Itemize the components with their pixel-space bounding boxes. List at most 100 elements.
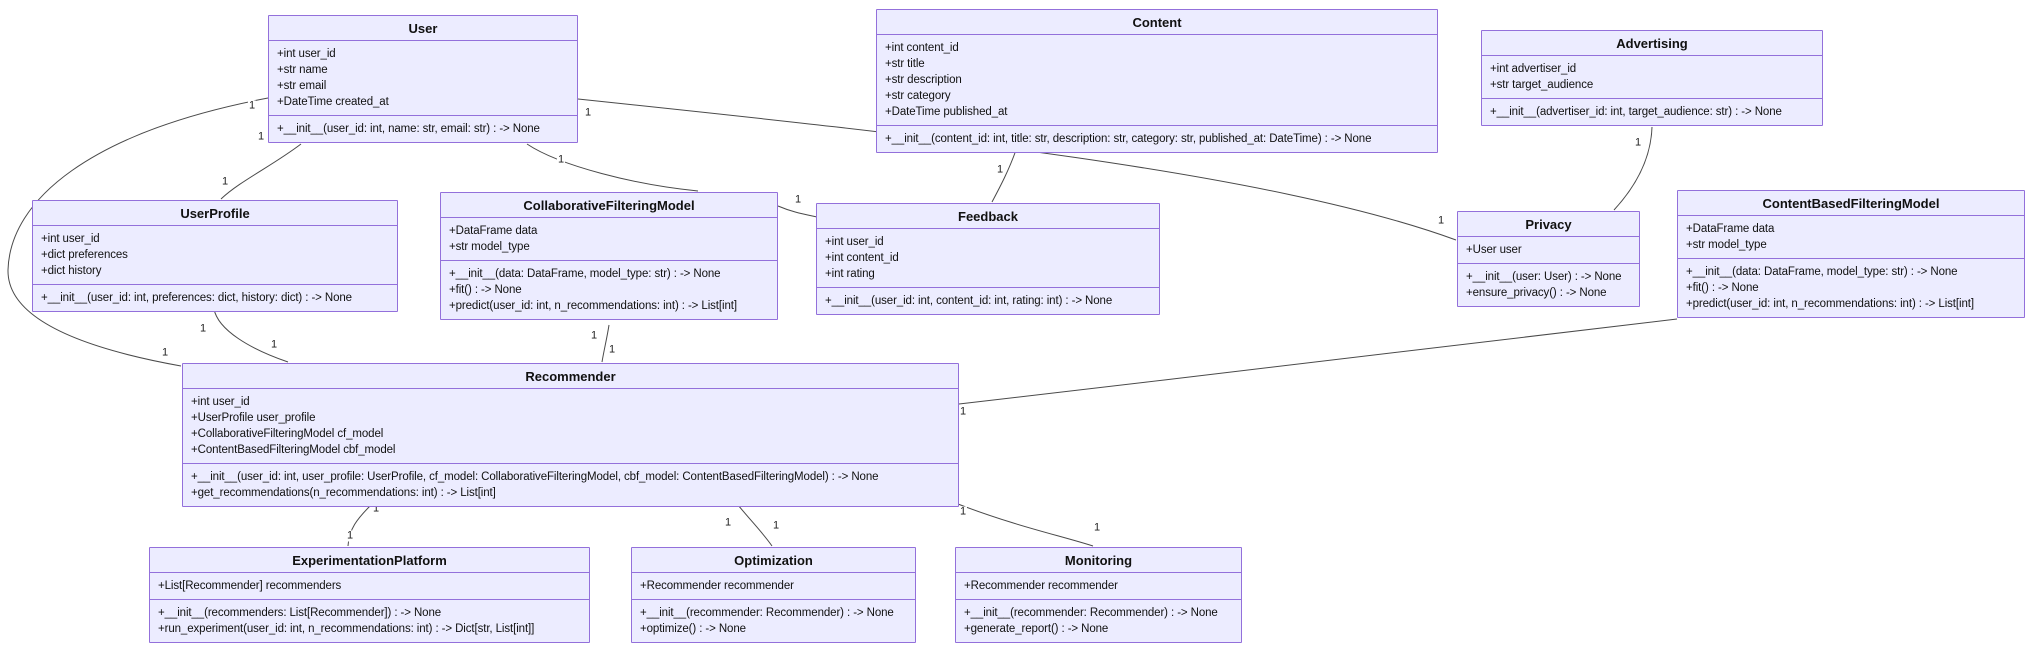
class-attribute: +ContentBasedFilteringModel cbf_model xyxy=(191,444,396,456)
class-method: +__init__(user_id: int, name: str, email… xyxy=(277,123,540,135)
class-attributes: +User user xyxy=(1458,237,1639,263)
class-method: +predict(user_id: int, n_recommendations… xyxy=(449,300,737,312)
class-attribute: +dict history xyxy=(41,265,102,277)
class-attribute: +CollaborativeFilteringModel cf_model xyxy=(191,428,384,440)
class-attribute: +DateTime created_at xyxy=(277,96,389,108)
class-method: +__init__(user: User) : -> None xyxy=(1466,271,1622,283)
multiplicity-label: 1 xyxy=(607,343,617,356)
class-attributes: +int user_id+UserProfile user_profile+Co… xyxy=(183,389,958,463)
multiplicity-label: 1 xyxy=(345,529,355,542)
class-title: Content xyxy=(877,10,1437,35)
class-title: Feedback xyxy=(817,204,1159,229)
multiplicity-label: 1 xyxy=(1633,136,1643,149)
class-privacy: Privacy+User user +__init__(user: User) :… xyxy=(1457,211,1640,307)
class-attribute: +int content_id xyxy=(885,42,959,54)
class-user: User +int user_id +str name +str email +Date… xyxy=(268,15,578,143)
multiplicity-label: 1 xyxy=(583,106,593,119)
class-experimentation: ExperimentationPlatform +List[Recommender… xyxy=(149,547,590,643)
class-recommender: Recommender+int user_id+UserProfile user… xyxy=(182,363,959,507)
class-attribute: +int user_id xyxy=(41,233,100,245)
class-methods: +__init__(content_id: int, title: str, d… xyxy=(877,125,1437,152)
multiplicity-label: 1 xyxy=(220,175,230,188)
relationship-edge-recommender-monitoring xyxy=(957,503,1094,547)
class-methods: +__init__(data: DataFrame, model_type: s… xyxy=(441,260,777,319)
class-method: +__init__(data: DataFrame, model_type: s… xyxy=(449,268,721,280)
class-methods: +__init__(recommenders: List[Recommender… xyxy=(150,599,589,642)
class-method: +get_recommendations(n_recommendations: … xyxy=(191,487,496,499)
class-attributes: +int content_id +str title +str descriptio… xyxy=(877,35,1437,125)
class-attribute: +int user_id xyxy=(825,236,884,248)
class-title: Advertising xyxy=(1482,31,1822,56)
class-attributes: +Recommender recommender xyxy=(632,573,915,599)
relationship-edge-recommender-experimentation xyxy=(347,504,372,547)
class-method: +optimize() : -> None xyxy=(640,623,746,635)
class-title: Monitoring xyxy=(956,548,1241,573)
class-title: Privacy xyxy=(1458,212,1639,237)
class-attribute: +int user_id xyxy=(191,396,250,408)
class-method: +__init__(data: DataFrame, model_type: s… xyxy=(1686,266,1958,278)
relationship-edge-user-cfm xyxy=(526,143,699,192)
class-method: +__init__(user_id: int, preferences: dic… xyxy=(41,292,352,304)
class-attribute: +int content_id xyxy=(825,252,899,264)
relationship-edge-cfm-recommender xyxy=(601,324,610,363)
class-attribute: +int advertiser_id xyxy=(1490,63,1577,75)
multiplicity-label: 1 xyxy=(371,502,381,515)
class-title: User xyxy=(269,16,577,41)
class-title: Optimization xyxy=(632,548,915,573)
multiplicity-label: 1 xyxy=(198,322,208,335)
class-attributes: +int user_id +str name +str email +DateTime… xyxy=(269,41,577,115)
class-attribute: +str target_audience xyxy=(1490,79,1594,91)
class-attribute: +str title xyxy=(885,58,925,70)
class-attribute: +str email xyxy=(277,80,327,92)
class-feedback: Feedback+int user_id+int content_id+int … xyxy=(816,203,1160,315)
class-attribute: +str name xyxy=(277,64,328,76)
class-methods: +__init__(user_id: int, content_id: int,… xyxy=(817,287,1159,314)
class-attribute: +str description xyxy=(885,74,962,86)
relationship-edge-user-recommender xyxy=(7,97,269,367)
class-methods: +__init__(user_id: int, preferences: dic… xyxy=(33,284,397,311)
class-title: CollaborativeFilteringModel xyxy=(441,193,777,218)
relationship-edge-content-feedback xyxy=(991,149,1017,203)
class-methods: +__init__(data: DataFrame, model_type: s… xyxy=(1678,258,2024,317)
multiplicity-label: 1 xyxy=(556,153,566,166)
relationship-edge-cbfm-recommender xyxy=(958,318,1678,405)
class-method: +predict(user_id: int, n_recommendations… xyxy=(1686,298,1974,310)
class-attribute: +DataFrame data xyxy=(1686,223,1775,235)
class-attributes: +DataFrame data +str model_type xyxy=(1678,216,2024,258)
class-title: ExperimentationPlatform xyxy=(150,548,589,573)
multiplicity-label: 1 xyxy=(723,516,733,529)
class-attribute: +str model_type xyxy=(1686,239,1767,251)
class-method: +fit() : -> None xyxy=(1686,282,1759,294)
class-method: +generate_report() : -> None xyxy=(964,623,1109,635)
class-optimization: Optimization+Recommender recommender +__i… xyxy=(631,547,916,643)
multiplicity-label: 1 xyxy=(589,329,599,342)
class-attributes: +Recommender recommender xyxy=(956,573,1241,599)
class-attributes: +List[Recommender] recommenders xyxy=(150,573,589,599)
class-attribute: +List[Recommender] recommenders xyxy=(158,580,342,592)
multiplicity-label: 1 xyxy=(160,346,170,359)
class-attribute: +str model_type xyxy=(449,241,530,253)
class-attributes: +int advertiser_id +str target_audience xyxy=(1482,56,1822,98)
class-attribute: +dict preferences xyxy=(41,249,128,261)
class-title: UserProfile xyxy=(33,201,397,226)
class-methods: +__init__(recommender: Recommender) : ->… xyxy=(956,599,1241,642)
relationship-edge-user-userprofile xyxy=(220,143,302,200)
multiplicity-label: 1 xyxy=(995,163,1005,176)
class-method: +__init__(user_id: int, user_profile: Us… xyxy=(191,471,879,483)
class-methods: +__init__(user_id: int, name: str, email… xyxy=(269,115,577,142)
class-method: +__init__(recommenders: List[Recommender… xyxy=(158,607,442,619)
multiplicity-label: 1 xyxy=(1092,521,1102,534)
class-title: ContentBasedFilteringModel xyxy=(1678,191,2024,216)
relationship-edge-userprofile-recommender xyxy=(213,308,289,363)
multiplicity-label: 1 xyxy=(256,130,266,143)
multiplicity-label: 1 xyxy=(771,519,781,532)
class-attribute: +int user_id xyxy=(277,48,336,60)
class-method: +__init__(recommender: Recommender) : ->… xyxy=(640,607,894,619)
class-attribute: +Recommender recommender xyxy=(964,580,1118,592)
class-cbfm: ContentBasedFilteringModel+DataFrame dat… xyxy=(1677,190,2025,318)
class-method: +run_experiment(user_id: int, n_recommen… xyxy=(158,623,535,635)
class-attribute: +DateTime published_at xyxy=(885,106,1008,118)
multiplicity-label: 1 xyxy=(793,193,803,206)
class-attributes: +int user_id+int content_id+int rating xyxy=(817,229,1159,287)
